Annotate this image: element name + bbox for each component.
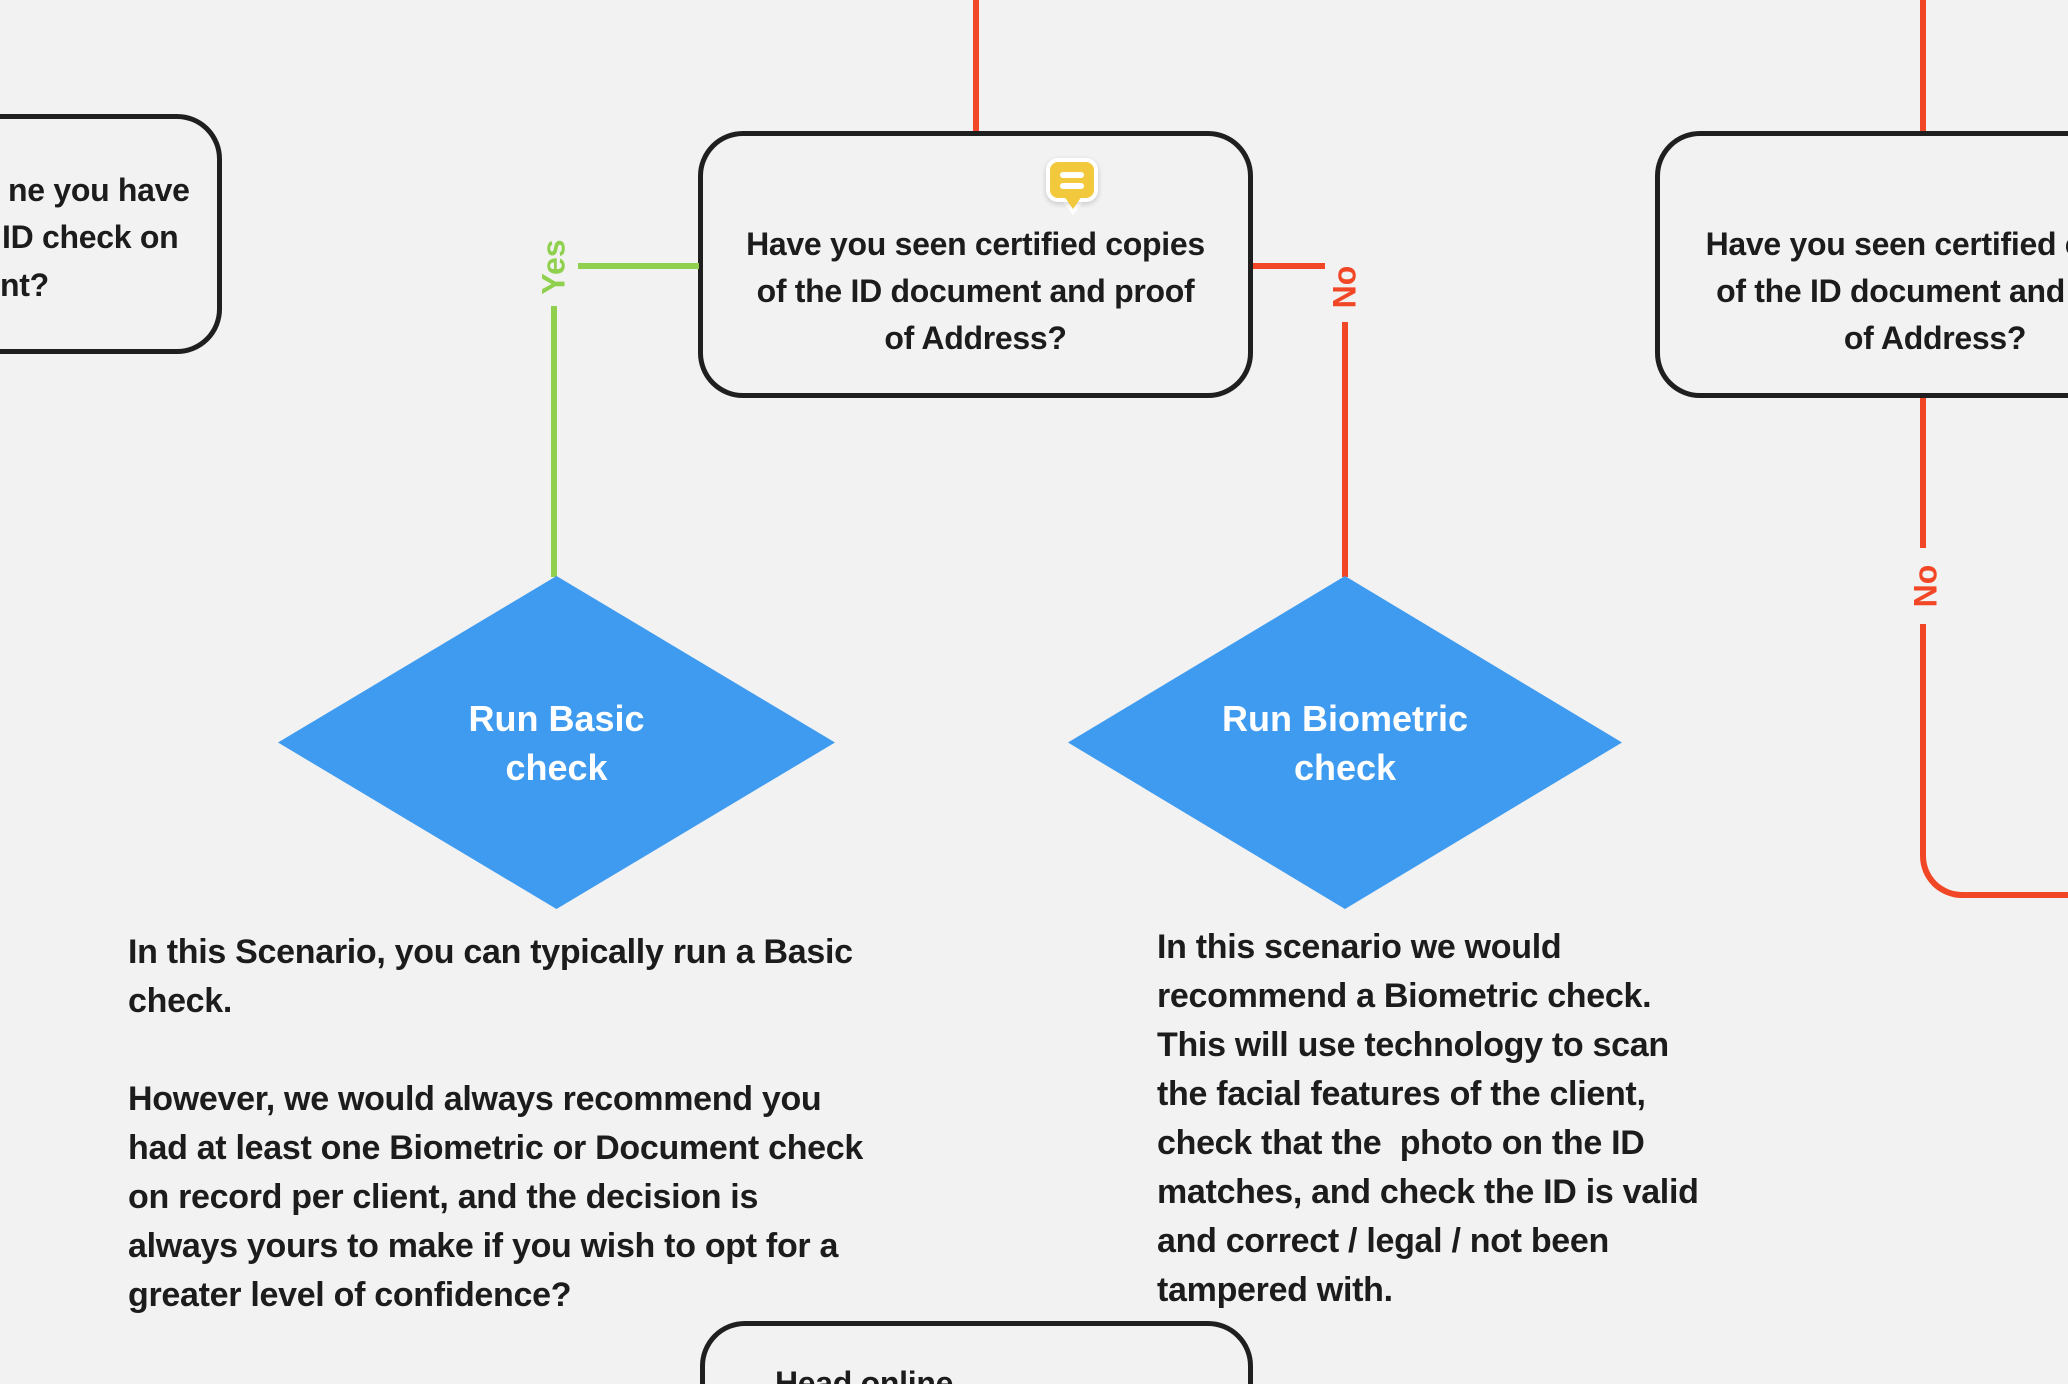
note-basic-check[interactable]: In this Scenario, you can typically run … — [128, 933, 863, 1314]
connector-right-no-elbow[interactable] — [1920, 624, 2068, 898]
question-box-right-text: Have you seen certified copies of the ID… — [1705, 226, 2068, 356]
connector-top-right[interactable] — [1920, 0, 1926, 133]
connector-no-horizontal[interactable] — [1253, 263, 1325, 269]
comment-line-glyph — [1060, 171, 1084, 178]
connector-yes-horizontal[interactable] — [578, 263, 699, 269]
connector-right-no-upper[interactable] — [1920, 398, 1926, 548]
edge-label-yes[interactable]: Yes — [535, 239, 572, 295]
question-box-left[interactable] — [0, 114, 222, 354]
decision-run-biometric-check[interactable]: Run Biometric check — [1068, 576, 1622, 909]
decision-run-biometric-check-label: Run Biometric check — [1221, 697, 1469, 788]
connector-yes-vertical[interactable] — [551, 306, 557, 577]
question-box-right[interactable] — [1655, 131, 2068, 398]
decision-run-basic-check-label: Run Basic check — [468, 697, 645, 788]
decision-run-basic-check[interactable]: Run Basic check — [278, 576, 835, 909]
comment-bubble-tail-fill — [1064, 196, 1082, 209]
comment-bubble-icon[interactable] — [1046, 158, 1100, 218]
note-biometric-check[interactable]: In this scenario we would recommend a Bi… — [1157, 928, 1699, 1309]
comment-line-glyph — [1060, 182, 1084, 189]
question-box-left-line2: ID check on — [2, 219, 179, 255]
edge-label-no-right[interactable]: No — [1907, 564, 1944, 608]
edge-label-no-center[interactable]: No — [1326, 265, 1363, 309]
question-box-left-line3: nt? — [0, 267, 49, 303]
question-box-center[interactable] — [698, 131, 1253, 398]
connector-no-vertical[interactable] — [1342, 322, 1348, 577]
connector-top-center[interactable] — [973, 0, 979, 133]
next-step-box-text: Head online — [775, 1365, 954, 1384]
question-box-center-text: Have you seen certified copies of the ID… — [746, 226, 1205, 356]
question-box-left-line1: ne you have — [8, 172, 190, 208]
next-step-box[interactable] — [700, 1321, 1253, 1384]
